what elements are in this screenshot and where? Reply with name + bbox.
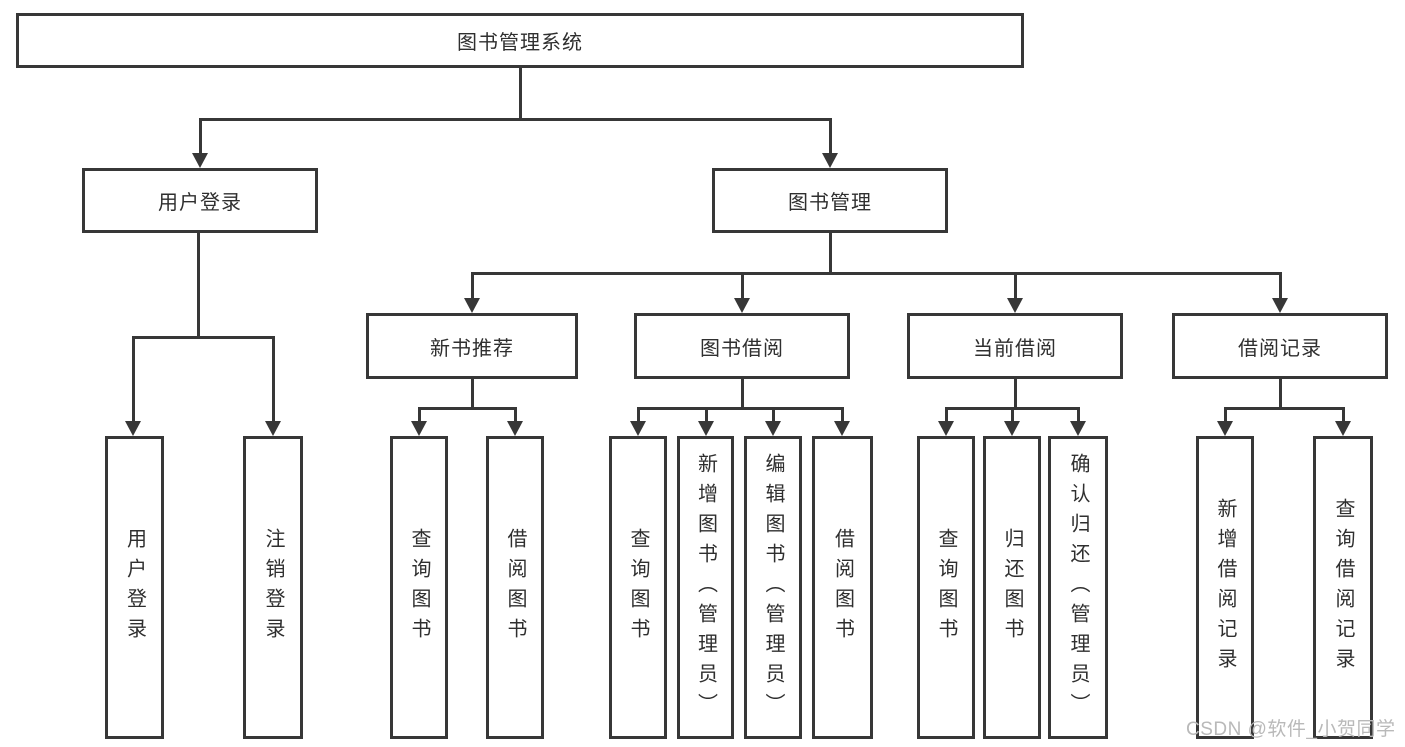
connector-borrowing-records-stem — [1278, 379, 1282, 410]
connector-current-borrowing-stem — [1013, 379, 1017, 410]
leaf-logout-login: 注销登录 — [243, 436, 303, 739]
connector-book-management-stem — [828, 233, 832, 275]
leaf-bb-query-books-label: 查询图书 — [627, 527, 649, 648]
leaf-nb-borrow-books-label: 借阅图书 — [504, 527, 526, 648]
connector-borrowing-records-hline — [1223, 407, 1345, 410]
node-borrowing-records: 借阅记录 — [1172, 313, 1388, 379]
connector-book-borrowing-hline — [636, 407, 844, 410]
leaf-bb-query-books: 查询图书 — [609, 436, 667, 739]
leaf-br-add-borrow-record-label: 新增借阅记录 — [1214, 497, 1236, 678]
connector-new-book-hline — [417, 407, 517, 410]
leaf-user-login-label: 用户登录 — [123, 527, 146, 648]
leaf-logout-login-label: 注销登录 — [262, 527, 284, 648]
leaf-cb-return-books: 归还图书 — [983, 436, 1041, 739]
leaf-bb-borrow-books: 借阅图书 — [812, 436, 873, 739]
leaf-bb-edit-books-admin-label: 编辑图书（管理员） — [762, 452, 784, 723]
leaf-br-query-borrow-record: 查询借阅记录 — [1313, 436, 1373, 739]
leaf-bb-borrow-books-label: 借阅图书 — [831, 527, 854, 648]
leaf-cb-return-books-label: 归还图书 — [1001, 527, 1023, 648]
connector-user-login-stem — [196, 233, 200, 339]
connector-new-book-stem — [470, 379, 474, 410]
leaf-nb-query-books-label: 查询图书 — [408, 527, 430, 648]
connector-book-management-hline — [470, 272, 1282, 275]
connector-user-login-hline — [131, 336, 275, 339]
leaf-br-query-borrow-record-label: 查询借阅记录 — [1332, 497, 1354, 678]
leaf-cb-query-books: 查询图书 — [917, 436, 975, 739]
leaf-bb-edit-books-admin: 编辑图书（管理员） — [744, 436, 802, 739]
leaf-bb-add-books-admin: 新增图书（管理员） — [677, 436, 734, 739]
leaf-br-add-borrow-record: 新增借阅记录 — [1196, 436, 1254, 739]
leaf-user-login: 用户登录 — [105, 436, 164, 739]
watermark-text: CSDN @软件_小贺同学 — [1186, 719, 1396, 740]
node-user-login: 用户登录 — [82, 168, 318, 233]
node-library-management-system: 图书管理系统 — [16, 13, 1024, 68]
node-book-borrowing: 图书借阅 — [634, 313, 850, 379]
leaf-nb-query-books: 查询图书 — [390, 436, 448, 739]
node-new-book-recommendation: 新书推荐 — [366, 313, 578, 379]
node-book-management: 图书管理 — [712, 168, 948, 233]
leaf-cb-query-books-label: 查询图书 — [935, 527, 957, 648]
connector-root-stem — [518, 68, 522, 118]
connector-book-borrowing-stem — [740, 379, 744, 410]
leaf-nb-borrow-books: 借阅图书 — [486, 436, 544, 739]
leaf-cb-confirm-return-admin: 确认归还（管理员） — [1048, 436, 1108, 739]
node-current-borrowing: 当前借阅 — [907, 313, 1123, 379]
leaf-cb-confirm-return-admin-label: 确认归还（管理员） — [1067, 452, 1089, 723]
leaf-bb-add-books-admin-label: 新增图书（管理员） — [694, 452, 717, 723]
connector-root-hline — [198, 118, 832, 121]
